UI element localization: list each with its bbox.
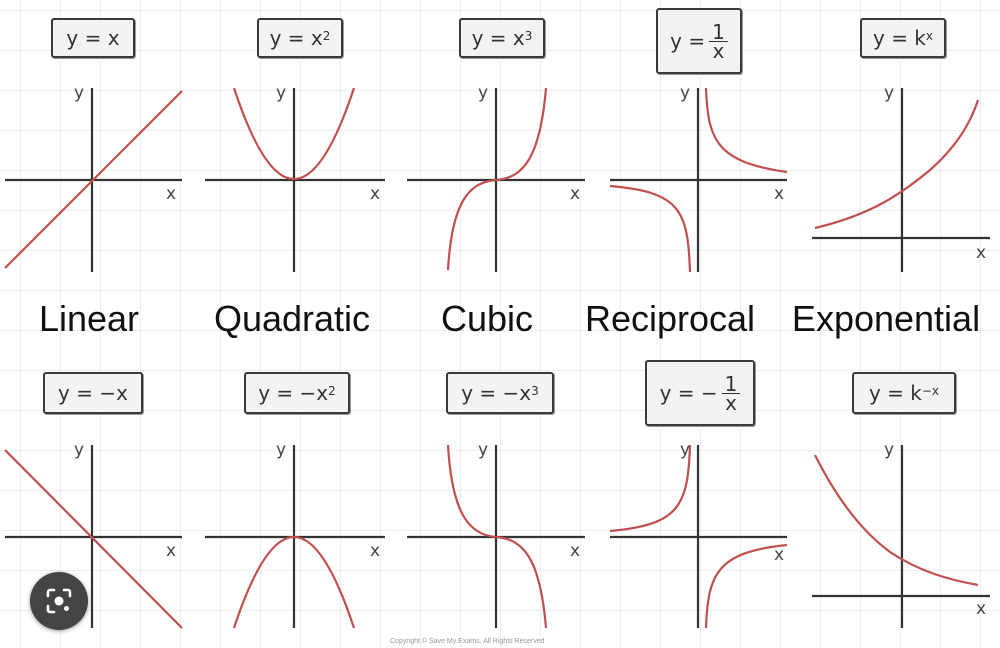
- label-reciprocal: Reciprocal: [584, 298, 756, 339]
- fraction: 1 x: [721, 374, 741, 415]
- numerator: 1: [721, 374, 741, 394]
- y-label: y: [276, 440, 286, 460]
- x-label: x: [166, 541, 176, 561]
- formula-text: y = −x: [58, 381, 128, 405]
- formula-text: y =: [670, 29, 706, 53]
- curve-positive: [704, 87, 788, 174]
- curve: [446, 444, 548, 629]
- label-exponential: Exponential: [791, 298, 981, 339]
- graph-linear: x y: [4, 83, 183, 272]
- label-quadratic: Quadratic: [213, 298, 371, 339]
- formula-neg-exponential: y = k−x: [852, 372, 956, 414]
- curve-negative: [609, 184, 692, 273]
- formula-exponent: x: [925, 29, 933, 43]
- graph-neg-linear: x y: [4, 440, 183, 629]
- curve: [814, 99, 980, 230]
- x-label: x: [570, 541, 580, 561]
- formula-exponent: 3: [524, 29, 533, 43]
- graph-reciprocal: x y: [609, 83, 788, 273]
- x-label: x: [166, 184, 176, 204]
- curve: [814, 454, 979, 587]
- formula-text: y = k: [868, 381, 922, 405]
- graph-quadratic: x y: [205, 83, 385, 272]
- x-label: x: [774, 184, 784, 204]
- y-label: y: [74, 440, 84, 460]
- label-linear: Linear: [38, 298, 140, 339]
- formula-text: y = x: [269, 26, 323, 50]
- x-label: x: [976, 243, 986, 263]
- camera-lens-icon: [46, 588, 72, 614]
- label-cubic: Cubic: [440, 298, 534, 339]
- formula-text: y = −x: [461, 381, 532, 405]
- graph-neg-quadratic: x y: [205, 440, 385, 629]
- formula-text: y = x: [66, 26, 120, 50]
- formula-linear: y = x: [51, 18, 135, 58]
- x-label: x: [976, 599, 986, 619]
- numerator: 1: [709, 22, 728, 42]
- formula-text: y = k: [873, 26, 926, 50]
- formula-reciprocal: y = 1 x: [656, 8, 742, 74]
- y-label: y: [276, 83, 286, 103]
- x-label: x: [774, 545, 784, 565]
- formula-text: y = −: [659, 381, 718, 405]
- denominator: x: [725, 390, 737, 415]
- formula-neg-linear: y = −x: [43, 372, 143, 414]
- curve: [4, 449, 183, 629]
- formula-exponent: 2: [322, 29, 331, 43]
- y-label: y: [884, 440, 894, 460]
- y-label: y: [74, 83, 84, 103]
- formula-exponent: 2: [328, 384, 336, 398]
- graph-neg-reciprocal: x y: [609, 440, 788, 629]
- x-label: x: [570, 184, 580, 204]
- graph-cubic: x y: [407, 83, 585, 272]
- graph-neg-exponential: x y: [812, 440, 990, 628]
- formula-exponent: −x: [921, 384, 940, 398]
- formula-exponent: 3: [531, 384, 539, 398]
- y-label: y: [478, 83, 488, 103]
- curve-lower-right: [704, 543, 788, 629]
- curve-upper-left: [609, 444, 692, 533]
- graph-exponential: x y: [812, 83, 990, 272]
- y-label: y: [680, 83, 690, 103]
- denominator: x: [712, 38, 725, 63]
- formula-text: y = x: [471, 26, 525, 50]
- curve: [446, 87, 548, 271]
- y-label: y: [478, 440, 488, 460]
- curve: [4, 90, 183, 269]
- y-label: y: [884, 83, 894, 103]
- curve: [232, 87, 356, 181]
- x-label: x: [370, 184, 380, 204]
- x-label: x: [370, 541, 380, 561]
- formula-text: y = −x: [258, 381, 329, 405]
- graph-neg-cubic: x y: [407, 440, 585, 629]
- y-label: y: [680, 440, 690, 460]
- copyright-note: Copyright © Save My Exams. All Rights Re…: [390, 638, 545, 645]
- curve: [232, 535, 356, 629]
- image-search-button[interactable]: [30, 572, 88, 630]
- formula-neg-reciprocal: y = − 1 x: [645, 360, 755, 426]
- fraction: 1 x: [709, 22, 728, 63]
